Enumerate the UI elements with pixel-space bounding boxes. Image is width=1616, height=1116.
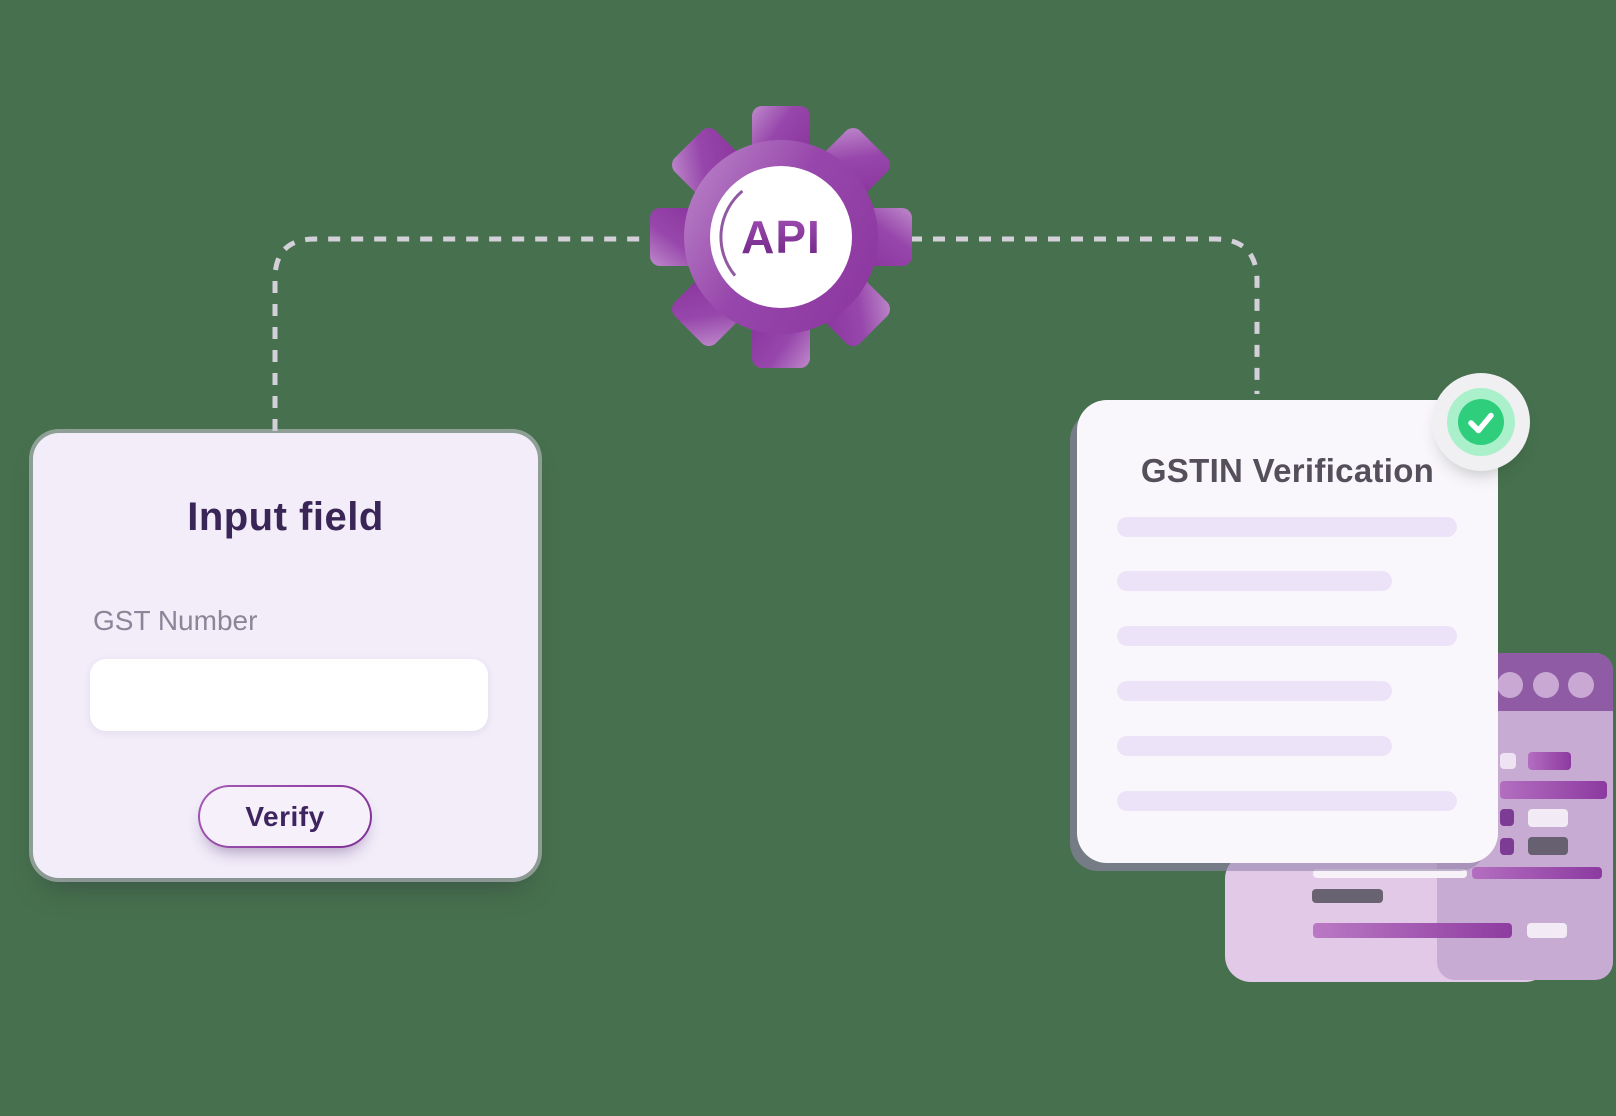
placeholder-bar <box>1117 681 1392 701</box>
placeholder-bar <box>1117 517 1457 537</box>
placeholder-bar <box>1313 869 1467 878</box>
placeholder-bar <box>1472 867 1602 879</box>
gstin-verification-title: GSTIN Verification <box>1140 452 1435 489</box>
verified-badge <box>1432 373 1530 471</box>
gstin-verification-card: GSTIN Verification <box>1077 400 1498 863</box>
placeholder-bar <box>1528 809 1568 827</box>
placeholder-bar <box>1312 889 1383 903</box>
placeholder-bar <box>1500 809 1514 826</box>
input-card: Input field GST Number Verify <box>33 433 538 878</box>
verify-button-label: Verify <box>200 787 370 846</box>
api-circle-arc <box>719 189 744 277</box>
placeholder-bar <box>1500 753 1516 769</box>
placeholder-bar <box>1527 923 1567 938</box>
placeholder-bar <box>1528 752 1571 770</box>
input-card-title: Input field <box>187 495 384 539</box>
window-dot-icon <box>1568 672 1594 698</box>
api-label: API <box>741 211 821 263</box>
verify-button[interactable]: Verify <box>198 785 372 848</box>
window-dot-icon <box>1533 672 1559 698</box>
gst-number-input[interactable] <box>90 659 488 731</box>
placeholder-bar <box>1528 837 1568 855</box>
connector-left <box>272 236 650 431</box>
browser-titlebar <box>1437 653 1613 711</box>
verified-badge-ring <box>1447 388 1515 456</box>
placeholder-bar <box>1117 736 1392 756</box>
placeholder-bar <box>1117 791 1457 811</box>
placeholder-bar <box>1117 571 1392 591</box>
api-gear-icon: API <box>650 106 912 368</box>
placeholder-bar <box>1313 923 1512 938</box>
placeholder-bar <box>1500 838 1514 855</box>
connector-right <box>910 236 1260 394</box>
placeholder-bar <box>1500 781 1607 799</box>
check-icon <box>1458 399 1504 445</box>
gst-number-label: GST Number <box>93 605 258 636</box>
placeholder-bar <box>1117 626 1457 646</box>
api-circle <box>710 166 852 308</box>
window-dot-icon <box>1497 672 1523 698</box>
